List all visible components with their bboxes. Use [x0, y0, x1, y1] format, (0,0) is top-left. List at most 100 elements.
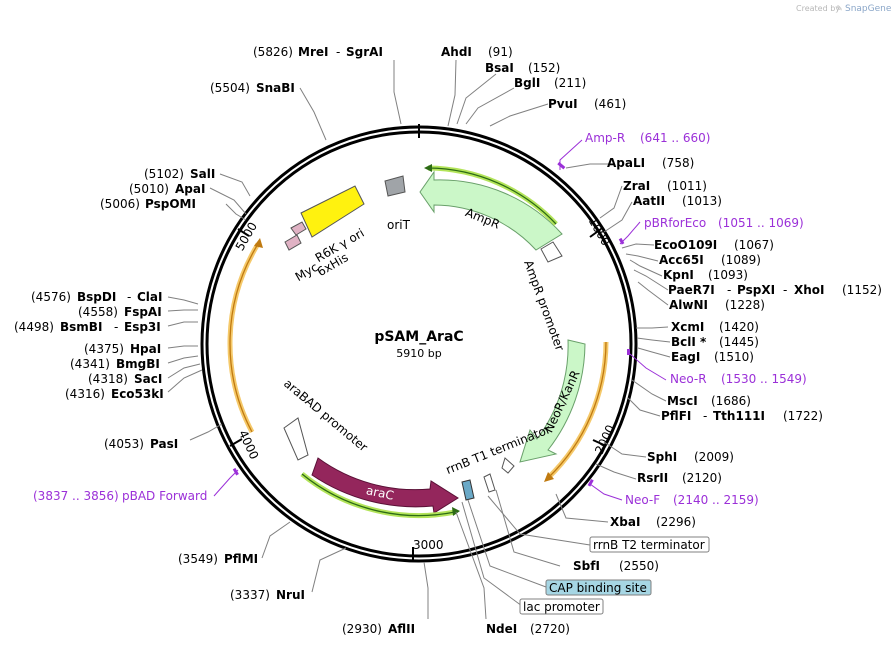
myc-tag-feature: [290, 221, 307, 236]
site-pos: (4375): [84, 342, 124, 356]
site-sep: -: [127, 290, 131, 304]
site-name: XbaI: [610, 515, 640, 529]
feature-label-rrnb-t2[interactable]: rrnB T2 terminator: [589, 536, 710, 553]
site-pos: (4498): [14, 320, 54, 334]
arac-feature: [311, 457, 459, 514]
site-name: FspAI: [124, 305, 162, 319]
site-name: EagI: [671, 350, 700, 364]
primer-name: Neo-F: [625, 493, 660, 507]
site-name: PflFI: [661, 409, 691, 423]
site-label-sphi[interactable]: SphI (2009): [647, 450, 734, 464]
site-pos: (1510): [714, 350, 754, 364]
site-pos: (4318): [88, 372, 128, 386]
site-label-nrui[interactable]: (3337) NruI: [230, 588, 305, 602]
site-label-xbai[interactable]: XbaI (2296): [610, 515, 696, 529]
site-label-snabi[interactable]: (5504) SnaBI: [210, 81, 295, 95]
feature-label-cap-binding-site[interactable]: CAP binding site: [545, 579, 652, 596]
site-pos: (4558): [78, 305, 118, 319]
amp-r-primer-mark: [557, 161, 566, 170]
site-label-aflii[interactable]: (2930) AflII: [342, 622, 415, 636]
site-pos: (2550): [619, 559, 659, 573]
primer-name: pBRforEco: [644, 216, 706, 230]
snapgene-logo-icon: ✎: [836, 4, 843, 13]
site-name-2: Tth111I: [713, 409, 765, 423]
tick-label-3000: 3000: [413, 538, 444, 552]
orit-label: oriT: [387, 218, 411, 232]
primer-label-neo-r[interactable]: Neo-R (1530 .. 1549): [670, 372, 807, 386]
site-label-eagi[interactable]: EagI (1510): [671, 350, 754, 364]
site-name: PaeR7I: [668, 283, 715, 297]
site-label-acc65i[interactable]: Acc65I (1089): [659, 253, 761, 267]
site-name: AhdI: [441, 45, 472, 59]
site-pos: (1445): [719, 335, 759, 349]
site-label-pvui[interactable]: PvuI (461): [548, 97, 626, 111]
tick-4000: [229, 438, 243, 447]
rrnb-t2-feature: [483, 473, 496, 493]
site-label-pflmi[interactable]: (3549) PflMI: [178, 552, 258, 566]
site-sep: -: [727, 283, 731, 297]
primer-label-pbrforeco[interactable]: pBRforEco (1051 .. 1069): [644, 216, 804, 230]
site-label-eco53ki[interactable]: (4316) Eco53kI: [65, 387, 164, 401]
ampr-orf-line: [427, 167, 557, 225]
site-name: ZraI: [623, 179, 650, 193]
site-label-fspai[interactable]: (4558) FspAI: [78, 305, 162, 319]
site-pos: (3549): [178, 552, 218, 566]
site-pos: (1152): [842, 283, 882, 297]
primer-label-amp-r[interactable]: Amp-R (641 .. 660): [585, 131, 710, 145]
site-label-bsai[interactable]: BsaI (152): [485, 61, 560, 75]
site-label-sbfi[interactable]: SbfI (2550): [573, 559, 659, 573]
tick-5000: [237, 228, 250, 237]
site-label-hpai[interactable]: (4375) HpaI: [84, 342, 161, 356]
site-pos: (1093): [708, 268, 748, 282]
site-leader-lines: [167, 59, 671, 620]
site-name: Eco53kI: [111, 387, 164, 401]
site-label-pflfi-tth111i[interactable]: PflFI - Tth111I (1722): [661, 409, 823, 423]
ampr-promoter-label: AmpR promoter: [521, 258, 567, 352]
site-label-ndei[interactable]: NdeI (2720): [486, 622, 570, 636]
site-name-2: SgrAI: [346, 45, 383, 59]
primer-name: Amp-R: [585, 131, 625, 145]
site-label-apai[interactable]: (5010) ApaI: [129, 182, 205, 196]
site-label-sali[interactable]: (5102) SalI: [144, 167, 215, 181]
site-label-ahdi[interactable]: AhdI (91): [441, 45, 513, 59]
site-label-msci[interactable]: MscI (1686): [667, 394, 751, 408]
site-pos: (5006): [100, 197, 140, 211]
site-label-bspdi-clai[interactable]: (4576) BspDI - ClaI: [31, 290, 162, 304]
site-label-pasi[interactable]: (4053) PasI: [104, 437, 178, 451]
site-pos: (2009): [694, 450, 734, 464]
site-label-psp0mi[interactable]: (5006) PspOMI: [100, 197, 196, 211]
site-label-bcli[interactable]: BclI * (1445): [671, 335, 759, 349]
primer-label-pbad-forward[interactable]: (3837 .. 3856) pBAD Forward: [33, 489, 207, 503]
site-pos: (3337): [230, 588, 270, 602]
site-label-ecoo109i[interactable]: EcoO109I (1067): [654, 238, 774, 252]
site-label-alwni[interactable]: AlwNI (1228): [669, 298, 765, 312]
feature-label-lac-promoter[interactable]: lac promoter: [519, 598, 604, 615]
site-label-aatii[interactable]: AatII (1013): [633, 194, 722, 208]
site-pos: (4576): [31, 290, 71, 304]
site-label-zrai[interactable]: ZraI (1011): [623, 179, 707, 193]
label-box: [589, 536, 710, 553]
site-label-paer7i-pspxi-xhoi[interactable]: PaeR7I - PspXI - XhoI (1152): [668, 283, 882, 297]
site-name-2: Esp3I: [124, 320, 161, 334]
site-label-saci[interactable]: (4318) SacI: [88, 372, 162, 386]
watermark-prefix: Created by: [796, 4, 840, 13]
site-name: AatII: [633, 194, 665, 208]
site-label-bsmbi-esp3i[interactable]: (4498) BsmBI - Esp3I: [14, 320, 161, 334]
site-label-rsrii[interactable]: RsrII (2120): [637, 471, 722, 485]
label-box: [519, 598, 604, 615]
primer-label-neo-f[interactable]: Neo-F (2140 .. 2159): [625, 493, 759, 507]
pbrforeco-primer-mark: [618, 237, 625, 245]
left-orf-arrowhead: [254, 238, 263, 248]
primer-name: pBAD Forward: [122, 489, 207, 503]
site-pos: (4341): [70, 357, 110, 371]
site-pos: (4053): [104, 437, 144, 451]
site-pos: (211): [554, 76, 586, 90]
site-label-bmgbi[interactable]: (4341) BmgBI: [70, 357, 160, 371]
site-label-apali[interactable]: ApaLI (758): [607, 156, 694, 170]
site-pos: (1228): [725, 298, 765, 312]
site-label-kpni[interactable]: KpnI (1093): [663, 268, 748, 282]
site-name: AflII: [388, 622, 415, 636]
site-label-xcmi[interactable]: XcmI (1420): [671, 320, 759, 334]
site-label-bgli[interactable]: BglI (211): [514, 76, 586, 90]
site-label-mrei-sgrai[interactable]: (5826) MreI - SgrAI: [253, 45, 383, 59]
